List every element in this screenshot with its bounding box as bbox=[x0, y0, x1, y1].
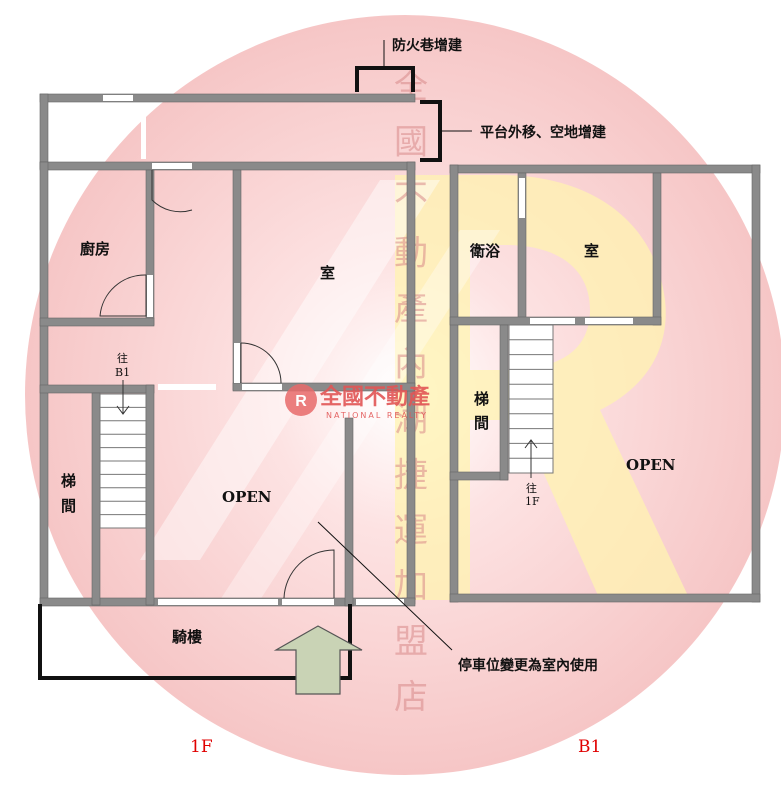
open-1f-label: OPEN bbox=[222, 488, 272, 506]
door-opening bbox=[234, 343, 240, 383]
stair-room-b1-char2: 間 bbox=[474, 414, 489, 432]
openings-b1 bbox=[519, 178, 633, 324]
watermark-slash-2 bbox=[220, 230, 500, 600]
floor-label-b1: B1 bbox=[578, 737, 601, 757]
platform-bracket bbox=[420, 100, 442, 162]
arrow-head bbox=[116, 405, 130, 415]
window bbox=[158, 384, 216, 390]
door-swing bbox=[151, 170, 193, 213]
open-b1-label: OPEN bbox=[626, 456, 676, 474]
wall bbox=[449, 164, 459, 603]
arcade-boundary bbox=[38, 604, 352, 680]
stair-room-1f-char1: 梯 bbox=[61, 472, 76, 490]
watermark-char: 店 bbox=[394, 678, 428, 718]
wall bbox=[39, 317, 155, 327]
logo-en: NATIONAL REALTY bbox=[326, 411, 428, 420]
stair-room-1f-char2: 間 bbox=[61, 497, 76, 515]
room-b1-label: 室 bbox=[584, 242, 599, 260]
stair-arrow-b1 bbox=[524, 439, 538, 478]
window bbox=[103, 95, 133, 101]
wall bbox=[39, 161, 416, 171]
door-swings-1f bbox=[99, 170, 335, 599]
platform-label: 平台外移、空地增建 bbox=[480, 124, 606, 141]
stair-room-b1-char1: 梯 bbox=[474, 390, 489, 408]
openings-1f bbox=[103, 95, 404, 605]
stair-arrow-1f bbox=[116, 380, 130, 415]
arcade-label: 騎樓 bbox=[172, 628, 202, 646]
door-opening bbox=[152, 163, 192, 169]
window bbox=[519, 178, 525, 218]
stair-to-b1-label: 往 bbox=[526, 481, 537, 495]
platform-marker bbox=[420, 100, 442, 162]
fire-lane-label: 防火巷增建 bbox=[392, 37, 462, 54]
window bbox=[356, 599, 404, 605]
window bbox=[585, 318, 633, 324]
door-opening bbox=[242, 384, 282, 390]
wall bbox=[652, 172, 662, 326]
stair-dest-1f-label: B1 bbox=[115, 366, 130, 379]
arcade-outline bbox=[38, 604, 352, 680]
fire-lane-bracket bbox=[355, 66, 415, 92]
wall bbox=[499, 324, 509, 481]
kitchen-label: 廚房 bbox=[80, 240, 110, 258]
door-opening bbox=[282, 599, 334, 605]
door-swing bbox=[99, 274, 147, 317]
wall bbox=[232, 382, 416, 392]
door-opening bbox=[530, 318, 575, 324]
parking-label: 停車位變更為室內使用 bbox=[458, 657, 598, 674]
entry-arrow bbox=[273, 625, 363, 695]
stair-to-1f-label: 往 bbox=[117, 351, 128, 365]
parking-leader bbox=[317, 521, 453, 651]
labels: 防火巷增建 平台外移、空地增建 停車位變更為室內使用 廚房 室 往 B1 梯 間… bbox=[61, 37, 676, 757]
logo-badge-letter: R bbox=[295, 393, 307, 410]
door-opening bbox=[147, 275, 153, 317]
wall bbox=[449, 593, 761, 603]
wall bbox=[39, 93, 416, 103]
watermark-background: 全國不動產內湖捷運加盟店 bbox=[25, 15, 781, 775]
logo-cn: 全國不動產 bbox=[319, 384, 430, 410]
window bbox=[141, 104, 146, 159]
wall bbox=[449, 164, 761, 174]
stair-dest-b1-label: 1F bbox=[525, 495, 540, 508]
plan-1f bbox=[39, 93, 416, 607]
window bbox=[158, 599, 278, 605]
wall bbox=[449, 471, 509, 481]
door-swing bbox=[283, 549, 335, 599]
watermark-char: 國 bbox=[394, 123, 428, 163]
watermark-char: 盟 bbox=[394, 622, 428, 662]
watermark-logo: R 全國不動產 NATIONAL REALTY bbox=[285, 384, 430, 420]
wall bbox=[344, 417, 354, 607]
room-1f-label: 室 bbox=[320, 264, 335, 282]
logo-badge-icon bbox=[285, 384, 317, 416]
wall bbox=[751, 164, 761, 603]
door-swing bbox=[240, 342, 282, 384]
wall bbox=[39, 161, 49, 605]
floor-label-1f: 1F bbox=[190, 737, 213, 757]
bath-label: 衛浴 bbox=[469, 242, 501, 260]
stair-treads bbox=[509, 339, 553, 459]
fire-lane-marker bbox=[355, 66, 415, 92]
watermark-slash bbox=[140, 180, 440, 560]
arrow-head bbox=[524, 439, 538, 449]
wall bbox=[39, 384, 155, 394]
wall bbox=[91, 392, 101, 606]
wall bbox=[145, 384, 155, 606]
wall bbox=[39, 93, 49, 170]
